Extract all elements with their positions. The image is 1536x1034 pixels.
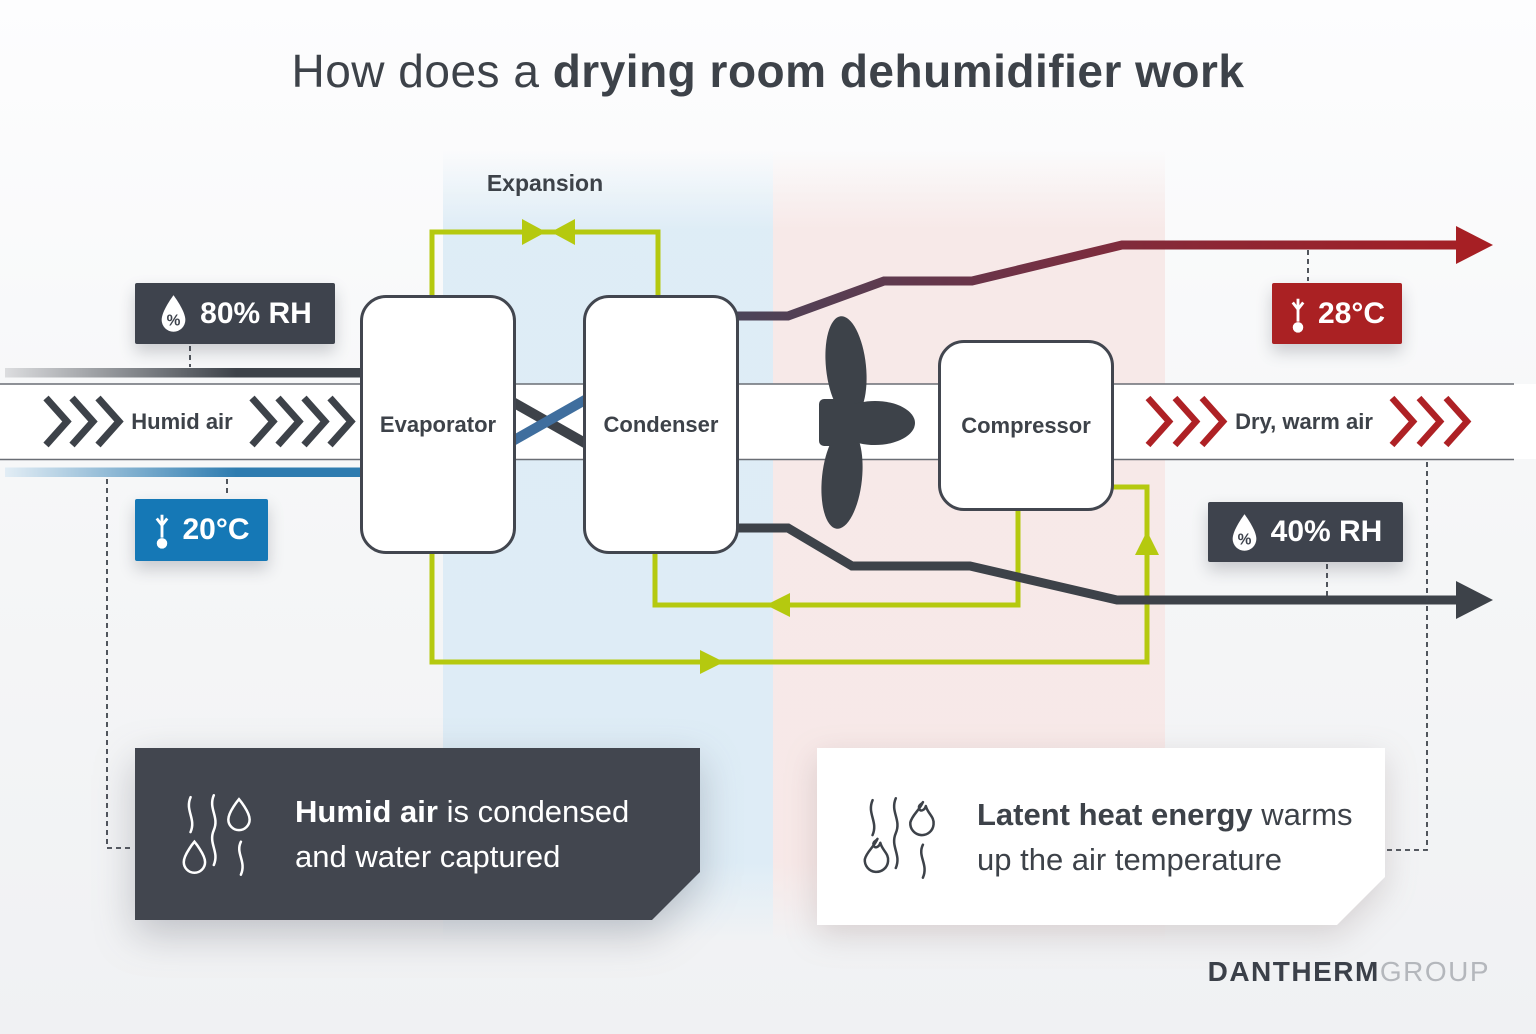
expansion-label: Expansion xyxy=(486,170,604,196)
humid-air-chevrons-right xyxy=(249,395,356,448)
compressor-box: Compressor xyxy=(938,340,1114,511)
heat-callout: Latent heat energy warms up the air temp… xyxy=(817,748,1385,925)
dry-warm-air-label: Dry, warm air xyxy=(1235,409,1373,434)
outlet-humidity-value: 40% RH xyxy=(1270,515,1383,548)
condense-text: Humid air is condensed and water capture… xyxy=(295,794,630,874)
inlet-temp-value: 20°C xyxy=(182,513,250,546)
evaporator-label: Evaporator xyxy=(379,411,497,437)
dashed-connectors xyxy=(106,250,1428,851)
flow-arrow-right-icon xyxy=(700,650,724,674)
latent-heat-flames-icon xyxy=(859,787,951,887)
expansion-arrow-left-icon xyxy=(551,219,575,245)
expansion-line xyxy=(429,229,661,297)
outlet-humidity-badge: % 40% RH xyxy=(1208,502,1403,562)
page-title: How does a drying room dehumidifier work xyxy=(0,44,1536,98)
humid-air-label: Humid air xyxy=(131,409,233,434)
inlet-temp-badge: 20°C xyxy=(135,499,268,561)
hot-air-arrow-icon xyxy=(1456,226,1493,264)
dry-air-chevrons-left xyxy=(1145,395,1228,448)
compressor-to-condenser-line xyxy=(652,507,1021,608)
condense-callout: Humid air is condensed and water capture… xyxy=(135,748,700,920)
heat-text: Latent heat energy warms up the air temp… xyxy=(977,796,1353,877)
condenser-label: Condenser xyxy=(603,411,719,437)
inlet-top-bar xyxy=(5,368,361,378)
evaporator-to-compressor-line xyxy=(429,484,1150,665)
flow-arrow-left-icon xyxy=(766,593,790,617)
condensation-droplets-icon xyxy=(177,784,269,884)
brand-logo: DANTHERMGROUP xyxy=(1208,956,1490,988)
hot-air-out-line xyxy=(731,226,1493,321)
inlet-humidity-value: 80% RH xyxy=(200,296,312,330)
droplet-percent-icon: % xyxy=(161,295,186,332)
brand-primary: DANTHERM xyxy=(1207,956,1380,987)
droplet-percent-icon: % xyxy=(1232,513,1256,551)
inlet-humidity-badge: % 80% RH xyxy=(135,283,335,344)
svg-text:%: % xyxy=(1237,531,1251,548)
condenser-box: Condenser xyxy=(583,295,739,554)
air-duct xyxy=(0,368,1536,477)
svg-text:%: % xyxy=(167,312,181,329)
outlet-temp-value: 28°C xyxy=(1317,296,1386,330)
thermometer-down-icon xyxy=(156,514,169,549)
title-bold: drying room dehumidifier work xyxy=(552,45,1245,97)
inlet-bottom-bar xyxy=(5,467,361,477)
fan-icon xyxy=(819,316,915,529)
dry-air-arrow-icon xyxy=(1456,581,1493,619)
expansion-arrow-right-icon xyxy=(522,219,546,245)
heat-exchange-cross-icon xyxy=(499,391,595,452)
dry-air-out-line xyxy=(731,523,1493,619)
flow-arrow-up-icon xyxy=(1135,531,1159,555)
brand-secondary: GROUP xyxy=(1379,956,1490,987)
dry-air-chevrons-right xyxy=(1389,395,1472,448)
title-prefix: How does a xyxy=(291,45,553,97)
refrigerant-flow-arrows xyxy=(522,219,1159,674)
thermometer-down-icon xyxy=(1291,298,1305,333)
evaporator-box: Evaporator xyxy=(360,295,516,554)
outlet-temp-badge: 28°C xyxy=(1272,283,1402,344)
humid-air-chevrons-left xyxy=(43,395,124,448)
compressor-label: Compressor xyxy=(961,412,1091,438)
